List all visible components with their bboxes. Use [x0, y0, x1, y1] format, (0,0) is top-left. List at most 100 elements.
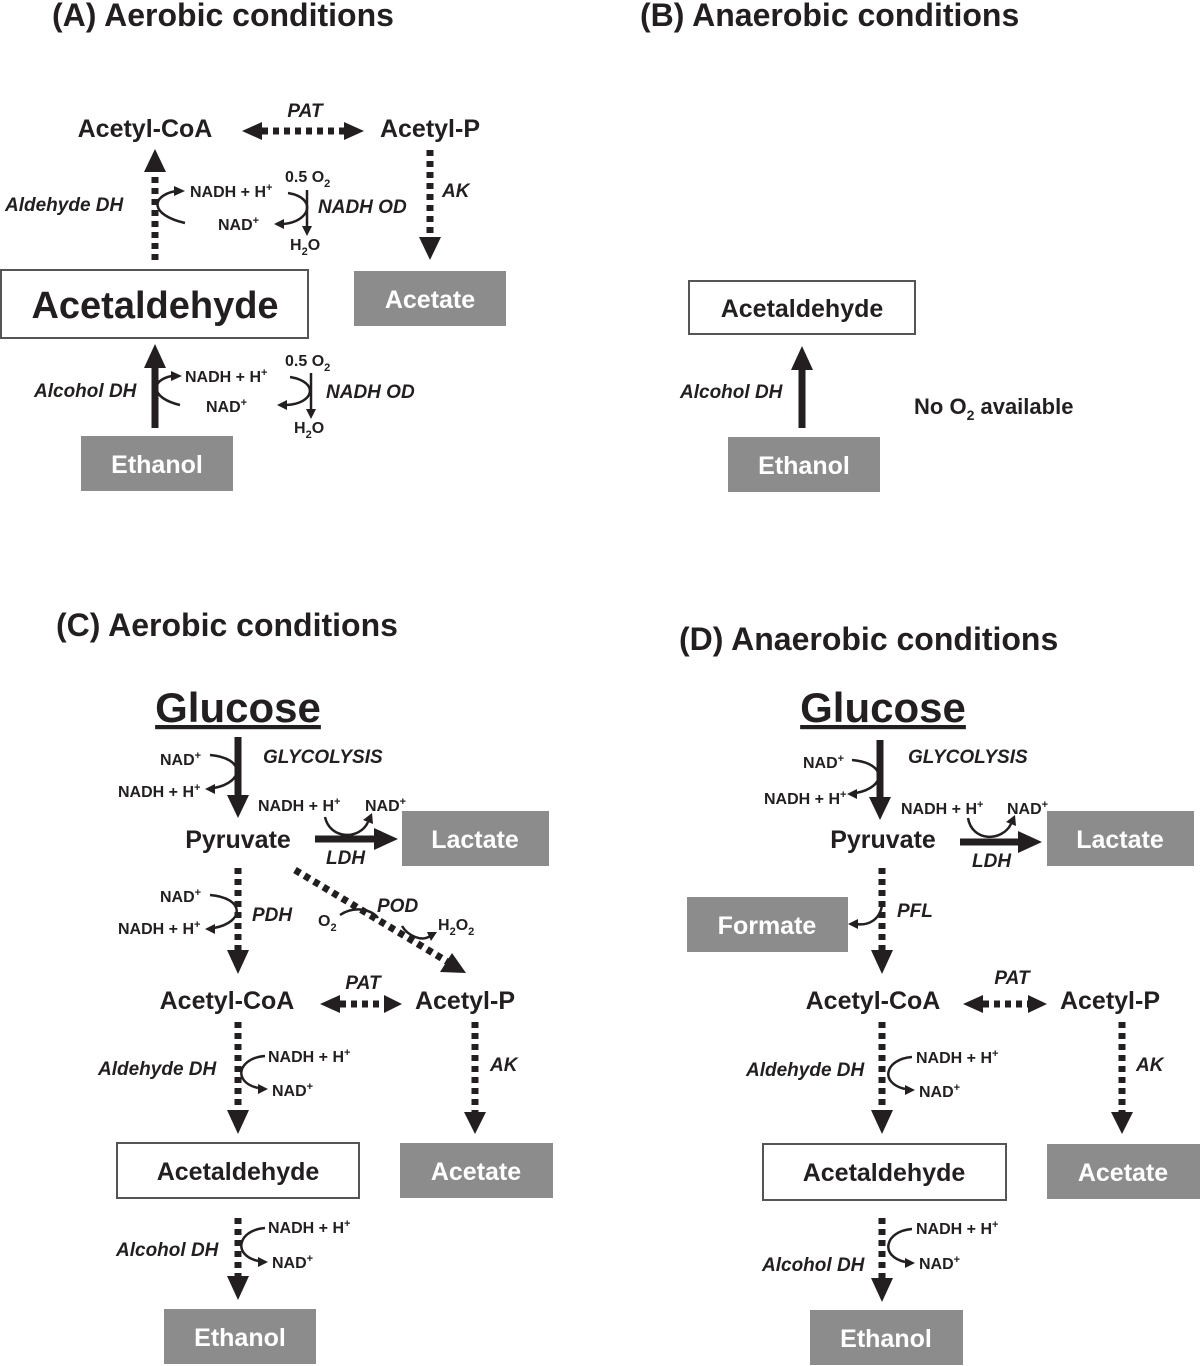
d-ethanol: Ethanol	[840, 1325, 932, 1353]
d-ak-label: AK	[1135, 1055, 1165, 1076]
panel-a-title: (A) Aerobic conditions	[52, 0, 394, 33]
a-nadh-od-curve-1	[282, 191, 309, 226]
a-o2-2: 0.5 O2	[285, 353, 330, 374]
c-nadh-g: NADH + H+	[118, 782, 200, 801]
d-acetyl-coa: Acetyl-CoA	[806, 987, 941, 1015]
c-acetyl-p: Acetyl-P	[415, 987, 515, 1015]
b-no-o2-note: No O2 available	[914, 394, 1073, 423]
c-pdh-label: PDH	[252, 905, 293, 926]
c-lactate-box	[402, 811, 549, 866]
a-ethanol: Ethanol	[111, 451, 203, 479]
c-pyruvate: Pyruvate	[185, 826, 291, 854]
d-pat-label: PAT	[994, 968, 1031, 989]
c-nad-ldh: NAD+	[365, 796, 406, 815]
a-nadh-od-curve-2	[285, 375, 311, 407]
a-acetyl-p: Acetyl-P	[380, 115, 480, 143]
panel-d: (D) Anaerobic conditions Glucose GLYCOLY…	[679, 621, 1200, 1365]
c-alcohol-dh-curve	[240, 1226, 266, 1263]
c-acetyl-coa: Acetyl-CoA	[160, 987, 295, 1015]
d-ldh-label: LDH	[972, 851, 1012, 872]
panel-c-title: (C) Aerobic conditions	[56, 607, 398, 643]
d-nadh-g: NADH + H+	[764, 789, 846, 808]
d-acetate-box	[1047, 1144, 1200, 1199]
a-nad-curve-1	[156, 189, 186, 225]
d-nad-alc: NAD+	[919, 1254, 960, 1273]
d-acetyl-p: Acetyl-P	[1060, 987, 1160, 1015]
a-aldehyde-dh-head	[144, 149, 166, 172]
d-acetaldehyde-box	[762, 1143, 1007, 1201]
a-nadh-2: NADH + H+	[185, 367, 267, 386]
a-nad-curve-2	[155, 374, 181, 407]
a-pat-head-left	[242, 122, 262, 140]
panel-c: (C) Aerobic conditions Glucose GLYCOLYSI…	[56, 607, 553, 1364]
c-ak-label: AK	[489, 1055, 519, 1076]
c-pod-label: POD	[377, 896, 418, 917]
b-alcohol-dh-label: Alcohol DH	[679, 382, 784, 403]
a-o2-1: 0.5 O2	[285, 169, 330, 190]
d-alcohol-dh-label: Alcohol DH	[761, 1255, 866, 1276]
a-nadh-od-label-1: NADH OD	[318, 197, 407, 218]
a-acetate: Acetate	[385, 286, 475, 314]
d-nadh-ldh: NADH + H+	[901, 799, 983, 818]
c-ldh-label: LDH	[326, 848, 366, 869]
d-nad-ldh: NAD+	[1007, 799, 1048, 818]
d-ethanol-box	[810, 1310, 963, 1365]
d-pfl-label: PFL	[897, 901, 933, 922]
b-alcohol-dh-head	[791, 346, 813, 370]
c-acetate-box	[400, 1143, 553, 1198]
c-ldh-curve	[323, 816, 370, 837]
b-ethanol: Ethanol	[758, 452, 850, 480]
c-o2: O2	[318, 913, 337, 934]
panel-d-title: (D) Anaerobic conditions	[679, 621, 1058, 657]
c-ethanol: Ethanol	[194, 1324, 286, 1352]
b-acetaldehyde-box	[688, 280, 916, 335]
panel-b-title: (B) Anaerobic conditions	[640, 0, 1019, 33]
c-pat-label: PAT	[345, 973, 382, 994]
a-h2o-2: H2O	[294, 420, 324, 441]
d-glycolysis-curve	[851, 758, 880, 795]
c-acetaldehyde: Acetaldehyde	[157, 1158, 320, 1186]
a-aldehyde-dh-label: Aldehyde DH	[4, 195, 125, 216]
d-aldehyde-dh-label: Aldehyde DH	[745, 1060, 866, 1081]
c-nad-g: NAD+	[160, 750, 201, 769]
c-nad-alc: NAD+	[272, 1253, 313, 1272]
d-acetaldehyde: Acetaldehyde	[803, 1159, 966, 1187]
d-glycolysis-label: GLYCOLYSIS	[908, 747, 1028, 768]
d-nadh-ald: NADH + H+	[916, 1048, 998, 1067]
d-lactate-box	[1047, 811, 1194, 866]
panel-b: (B) Anaerobic conditions Acetaldehyde Al…	[640, 0, 1073, 492]
a-ak-head	[419, 237, 441, 260]
d-pfl-curve	[855, 904, 884, 926]
c-nad-ald: NAD+	[272, 1081, 313, 1100]
c-nadh-ald: NADH + H+	[268, 1047, 350, 1066]
a-acetaldehyde: Acetaldehyde	[31, 285, 278, 327]
c-nadh-alc: NADH + H+	[268, 1218, 350, 1237]
c-acetate: Acetate	[431, 1158, 521, 1186]
d-aldehyde-dh-curve	[887, 1055, 913, 1091]
a-alcohol-dh-label: Alcohol DH	[33, 381, 138, 402]
d-pyruvate: Pyruvate	[830, 826, 936, 854]
c-pod-arrow	[293, 867, 450, 965]
c-glucose: Glucose	[155, 684, 321, 731]
c-aldehyde-dh-curve	[240, 1054, 266, 1090]
b-ethanol-box	[728, 437, 880, 492]
c-nad-pdh: NAD+	[160, 887, 201, 906]
d-nad-g: NAD+	[803, 753, 844, 772]
a-alcohol-dh-head	[144, 344, 166, 368]
d-nadh-alc: NADH + H+	[916, 1219, 998, 1238]
a-nad-2: NAD+	[206, 397, 247, 416]
a-h2o-1: H2O	[290, 237, 320, 258]
c-aldehyde-dh-label: Aldehyde DH	[97, 1059, 218, 1080]
a-acetate-box	[354, 271, 506, 326]
c-pdh-curve	[209, 893, 238, 930]
c-glycolysis-curve	[209, 753, 238, 790]
panel-a: (A) Aerobic conditions Acetyl-CoA Acetyl…	[0, 0, 506, 491]
d-acetate: Acetate	[1078, 1159, 1168, 1187]
a-nadh-1: NADH + H+	[190, 182, 272, 201]
c-glycolysis-label: GLYCOLYSIS	[263, 747, 383, 768]
c-nadh-pdh: NADH + H+	[118, 919, 200, 938]
a-nad-1: NAD+	[218, 215, 259, 234]
c-nadh-ldh: NADH + H+	[258, 796, 340, 815]
a-acetyl-coa: Acetyl-CoA	[78, 115, 213, 143]
